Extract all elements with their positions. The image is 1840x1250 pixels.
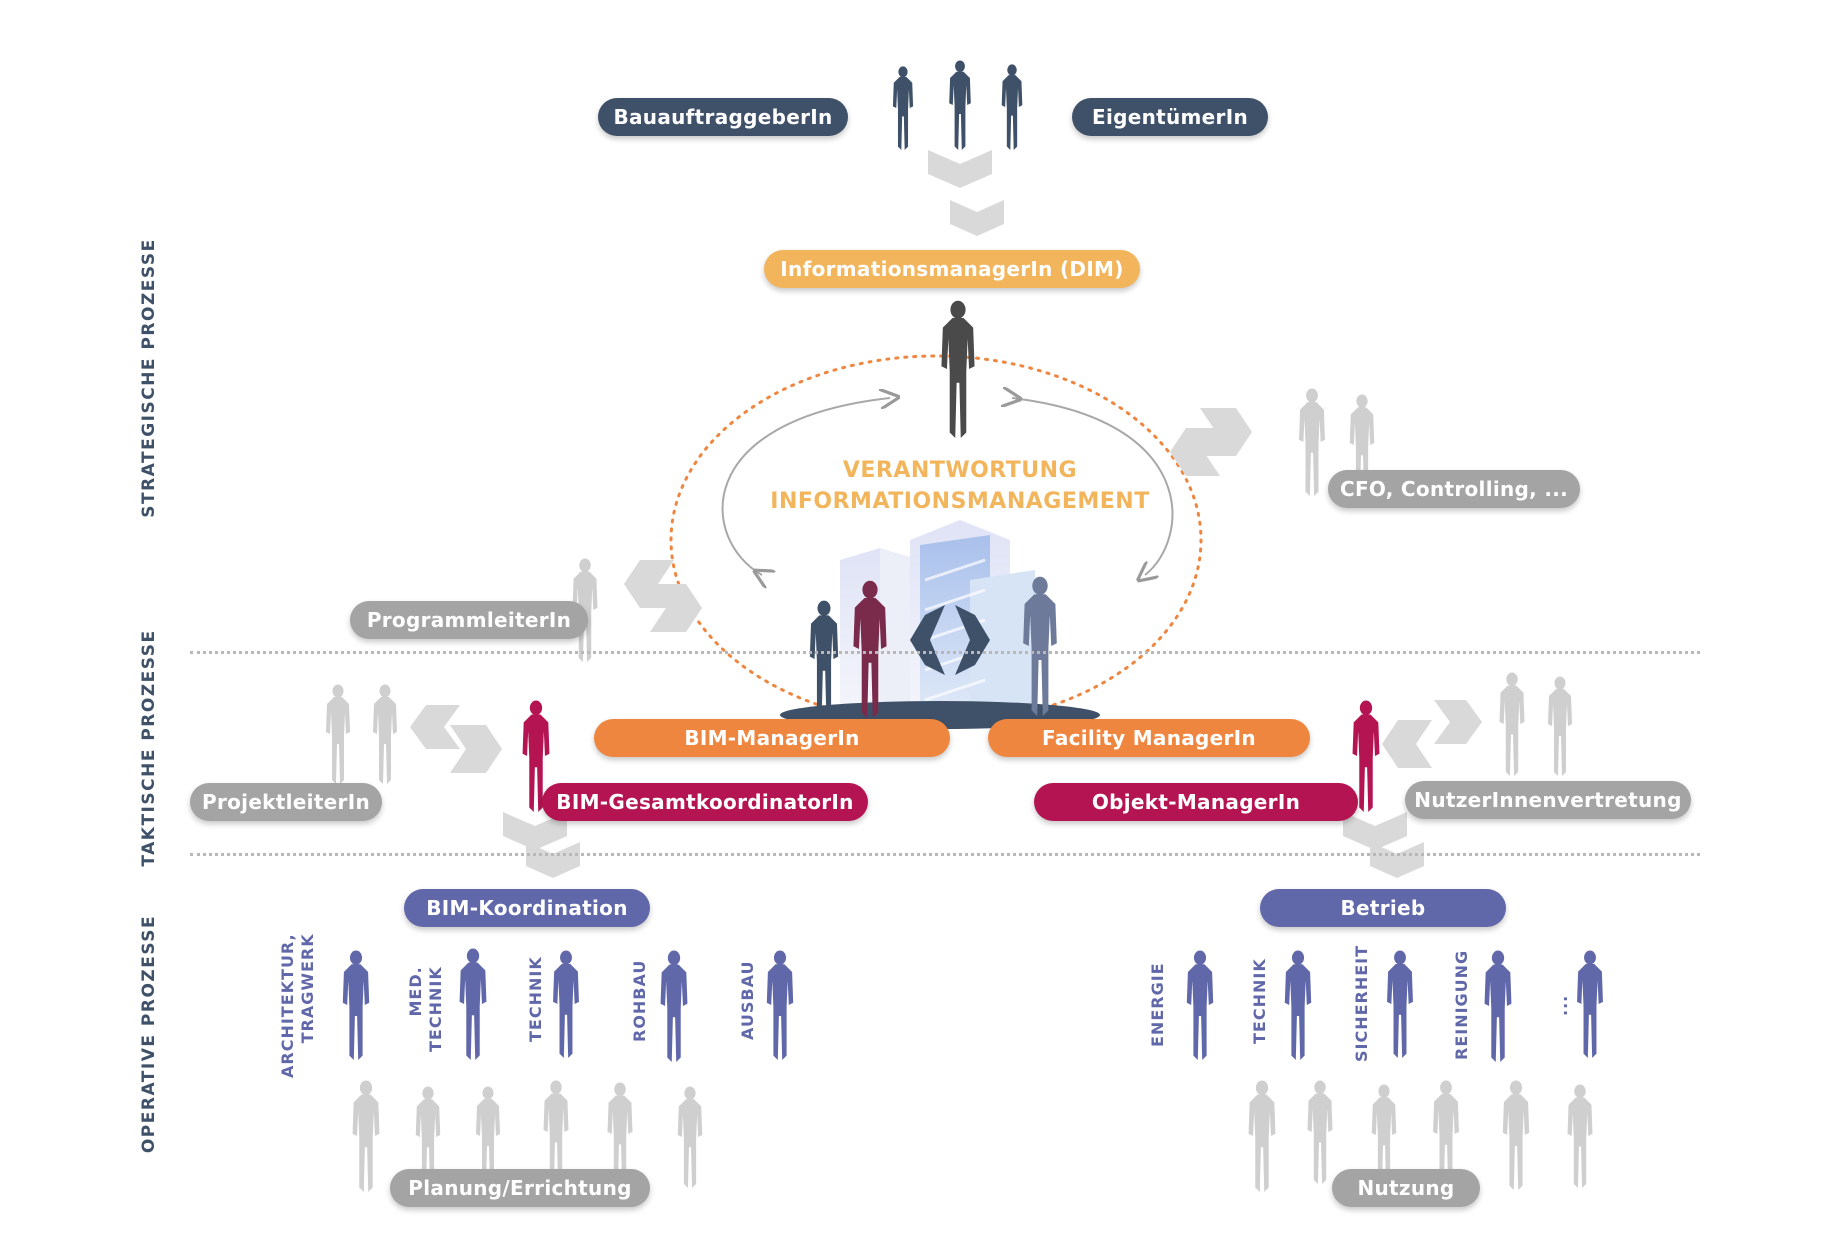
trade-label-med-technik: MED. TECHNIK	[406, 966, 445, 1052]
trade-label-more: ...	[1552, 994, 1571, 1016]
person-silhouette	[1484, 950, 1512, 1062]
role-eigentuemer: EigentümerIn	[1072, 98, 1268, 136]
trade-label-technik-right: TECHNIK	[1250, 958, 1269, 1044]
chevron-left-icon	[1170, 428, 1220, 476]
responsibility-ellipse	[669, 354, 1203, 726]
role-informationsmanager: InformationsmanagerIn (DIM)	[764, 250, 1140, 288]
person-silhouette	[1284, 950, 1312, 1060]
person-silhouette	[660, 950, 688, 1062]
person-silhouette	[1352, 700, 1380, 812]
role-bim-koordination: BIM-Koordination	[404, 889, 650, 927]
separator-tactical-operative	[190, 853, 1700, 856]
chevron-right-icon	[450, 725, 502, 773]
person-silhouette	[766, 950, 794, 1060]
role-bim-gesamtkoordinator: BIM-GesamtkoordinatorIn	[542, 783, 868, 821]
person-silhouette	[892, 66, 914, 150]
role-bauauftraggeber: BauauftraggeberIn	[598, 98, 848, 136]
chevron-down-icon	[1343, 812, 1407, 850]
role-programmleiter: ProgrammleiterIn	[350, 601, 588, 639]
side-label-strategic: STRATEGISCHE PROZESSE	[139, 238, 159, 518]
side-label-tactical: TAKTISCHE PROZESSE	[139, 629, 159, 867]
person-silhouette	[1307, 1080, 1333, 1184]
chevron-left-icon	[1382, 720, 1432, 768]
trade-label-architektur: ARCHITEKTUR, TRAGWERK	[278, 933, 317, 1078]
person-silhouette	[1186, 950, 1214, 1060]
person-silhouette	[607, 1082, 633, 1186]
chevron-down-icon	[1370, 842, 1424, 878]
person-silhouette	[415, 1086, 441, 1188]
trade-label-sicherheit: SICHERHEIT	[1352, 944, 1371, 1062]
trade-label-reinigung: REINIGUNG	[1452, 949, 1471, 1060]
person-silhouette	[1567, 1084, 1593, 1188]
curved-arrow-right	[1012, 398, 1174, 575]
person-silhouette	[522, 700, 550, 812]
person-silhouette	[342, 950, 370, 1060]
chevron-down-icon	[526, 842, 580, 878]
separator-strategic-tactical	[190, 651, 1700, 654]
role-projektleiter: ProjektleiterIn	[190, 783, 382, 821]
person-figure	[809, 600, 839, 718]
chevron-group	[410, 150, 1482, 878]
role-betrieb: Betrieb	[1260, 889, 1506, 927]
person-silhouette	[1371, 1084, 1397, 1186]
role-objekt-manager: Objekt-ManagerIn	[1034, 783, 1358, 821]
person-silhouette	[1248, 1080, 1276, 1192]
trade-label-rohbau: ROHBAU	[630, 959, 649, 1042]
chevron-right-icon	[1434, 700, 1482, 744]
person-silhouette	[1577, 950, 1603, 1058]
chevron-right-icon	[650, 584, 702, 632]
center-title-line2: INFORMATIONSMANAGEMENT	[770, 489, 1150, 514]
person-silhouette	[1499, 672, 1525, 776]
person-silhouette	[1387, 950, 1413, 1058]
chevron-down-icon	[928, 150, 992, 188]
person-figure	[1023, 576, 1057, 716]
person-silhouette	[543, 1080, 569, 1184]
person-figure	[853, 580, 887, 718]
informationsmanager-figure	[941, 300, 975, 438]
person-silhouette	[459, 948, 487, 1060]
role-facility-manager: Facility ManagerIn	[988, 719, 1310, 757]
person-silhouette	[1299, 388, 1325, 496]
role-nutzervertretung: NutzerInnenvertretung	[1405, 781, 1691, 819]
person-silhouette	[1548, 676, 1572, 776]
role-nutzung: Nutzung	[1332, 1169, 1480, 1207]
role-bim-manager: BIM-ManagerIn	[594, 719, 950, 757]
trade-label-technik-left: TECHNIK	[526, 956, 545, 1042]
chevron-right-icon	[1200, 408, 1252, 456]
person-silhouette	[1502, 1080, 1530, 1190]
trade-label-ausbau: AUSBAU	[738, 960, 757, 1040]
chevron-down-icon	[950, 200, 1004, 236]
person-silhouette	[476, 1086, 500, 1186]
role-planung-errichtung: Planung/Errichtung	[390, 1169, 650, 1207]
person-silhouette	[1433, 1080, 1459, 1188]
side-label-operative: OPERATIVE PROZESSE	[139, 914, 159, 1154]
person-silhouette	[677, 1086, 703, 1188]
person-silhouette	[1001, 64, 1023, 150]
person-silhouette	[352, 1080, 380, 1192]
curved-arrow-left	[721, 398, 890, 575]
trade-label-energie: ENERGIE	[1148, 962, 1167, 1047]
person-silhouette	[373, 684, 397, 784]
chevron-left-icon	[410, 705, 460, 749]
person-silhouette	[553, 950, 579, 1058]
center-title-line1: VERANTWORTUNG	[842, 458, 1078, 483]
person-silhouette	[949, 60, 971, 150]
chevron-down-icon	[503, 812, 567, 850]
person-silhouette	[326, 684, 350, 784]
role-cfo: CFO, Controlling, ...	[1328, 470, 1580, 508]
